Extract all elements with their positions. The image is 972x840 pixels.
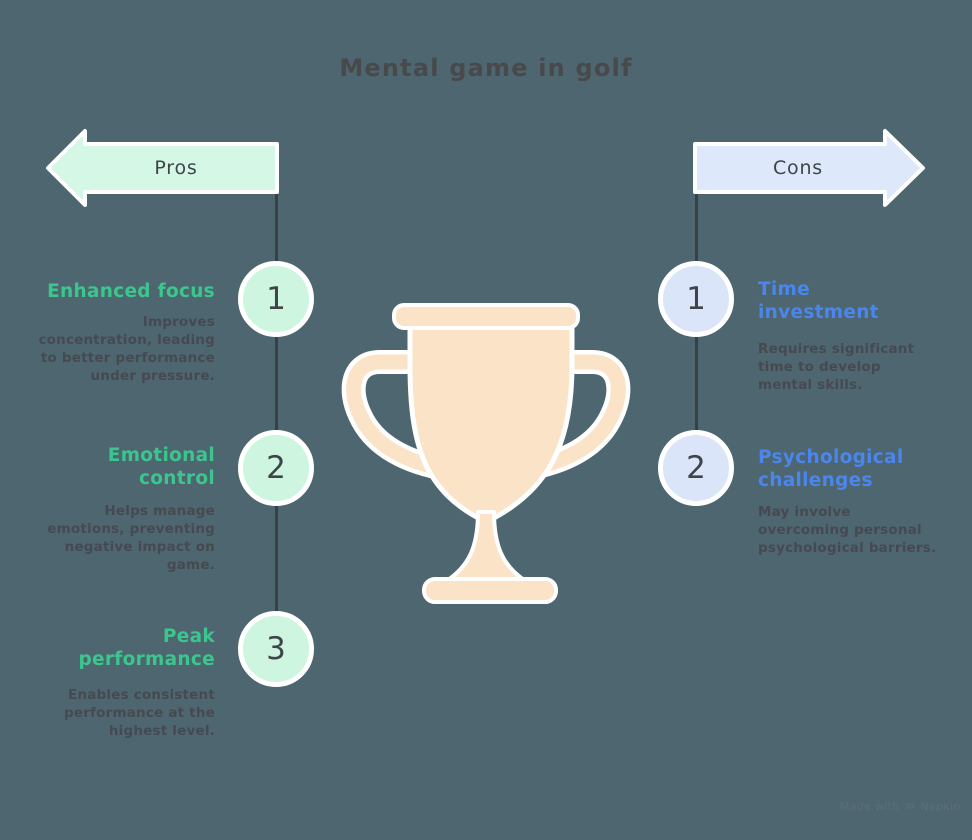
item-description: Improves concentration, leading to bette… — [38, 314, 215, 384]
watermark-brand: Napkin — [920, 800, 961, 813]
item-heading: Time investment — [758, 279, 879, 323]
connector-line — [275, 505, 278, 612]
step-number: 2 — [686, 450, 706, 486]
connector-line — [275, 194, 278, 262]
item-description: Helps manage emotions, preventing negati… — [47, 503, 215, 573]
item-heading: Enhanced focus — [47, 281, 215, 302]
cons-arrow — [693, 129, 925, 207]
watermark: Made with ≫ Napkin — [840, 800, 961, 813]
step-circle: 3 — [238, 611, 314, 687]
connector-line — [275, 336, 278, 431]
connector-line — [695, 336, 698, 431]
page-title: Mental game in golf — [339, 54, 633, 82]
item-description: May involve overcoming personal psycholo… — [758, 504, 937, 556]
napkin-logo-icon: ≫ — [903, 799, 917, 813]
step-circle: 1 — [238, 261, 314, 337]
step-circle: 2 — [658, 430, 734, 506]
step-circle: 2 — [238, 430, 314, 506]
item-heading: Emotional control — [107, 445, 215, 489]
connector-line — [695, 194, 698, 262]
step-number: 1 — [266, 281, 286, 317]
pros-arrow-label: Pros — [154, 157, 198, 179]
watermark-prefix: Made with — [840, 800, 900, 813]
trophy-icon — [341, 303, 631, 604]
item-description: Enables consistent performance at the hi… — [63, 687, 215, 739]
step-number: 2 — [266, 450, 286, 486]
item-heading: Peak performance — [78, 626, 215, 670]
step-number: 1 — [686, 281, 706, 317]
item-heading: Psychological challenges — [758, 447, 904, 491]
cons-arrow-label: Cons — [772, 157, 824, 179]
item-description: Requires significant time to develop men… — [758, 341, 915, 393]
step-circle: 1 — [658, 261, 734, 337]
pros-arrow — [46, 129, 279, 207]
step-number: 3 — [266, 631, 286, 667]
